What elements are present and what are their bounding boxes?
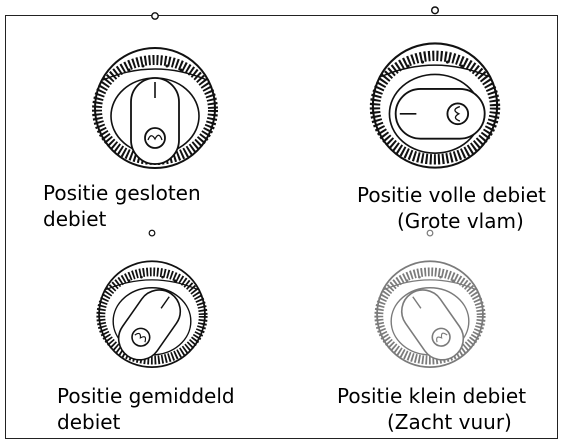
rim-dot (128, 279, 131, 282)
rim-dot (161, 276, 164, 279)
indicator-dot (432, 7, 439, 14)
knob-full-flow-position (360, 2, 510, 178)
burner-knob-drawing (99, 230, 205, 368)
caption-full-flow-line2: (Grote vlam) (357, 208, 546, 234)
rim-dot (418, 276, 421, 279)
rim-dot (452, 279, 455, 282)
rim-dot (407, 65, 410, 68)
caption-closed-line1: Positie gesloten (43, 180, 201, 206)
rim-dot (421, 60, 424, 63)
indicator-dot (152, 13, 158, 19)
rim-dot (166, 65, 169, 68)
rim-dot (174, 279, 177, 282)
caption-low-flow: Positie klein debiet (Zacht vuur) (337, 383, 526, 435)
rim-dot (406, 279, 409, 282)
knob-handle (396, 89, 485, 139)
rim-dot (460, 65, 463, 68)
burner-knob-drawing (95, 13, 215, 168)
caption-low-flow-line1: Positie klein debiet (337, 383, 526, 409)
rim-dot (439, 276, 442, 279)
caption-medium-flow-line1: Positie gemiddeld (57, 383, 235, 409)
knob-handle (131, 78, 179, 164)
caption-medium-flow: Positie gemiddeld debiet (57, 383, 235, 435)
rim-dot (446, 60, 449, 63)
knob-low-flow-position (360, 226, 500, 376)
rim-dot (128, 69, 131, 72)
rim-dot (142, 65, 145, 68)
knob-medium-flow-position (82, 226, 222, 376)
caption-medium-flow-line2: debiet (57, 409, 235, 435)
caption-full-flow-line1: Positie volle debiet (357, 182, 546, 208)
caption-closed-line2: debiet (43, 206, 201, 232)
burner-knob-drawing (373, 7, 497, 168)
caption-full-flow: Positie volle debiet (Grote vlam) (357, 182, 546, 234)
rim-dot (180, 69, 183, 72)
knob-closed-position (85, 8, 225, 178)
rim-dot (140, 276, 143, 279)
caption-closed: Positie gesloten debiet (43, 180, 201, 232)
burner-knob-drawing (377, 230, 483, 368)
caption-low-flow-line2: (Zacht vuur) (337, 409, 526, 435)
